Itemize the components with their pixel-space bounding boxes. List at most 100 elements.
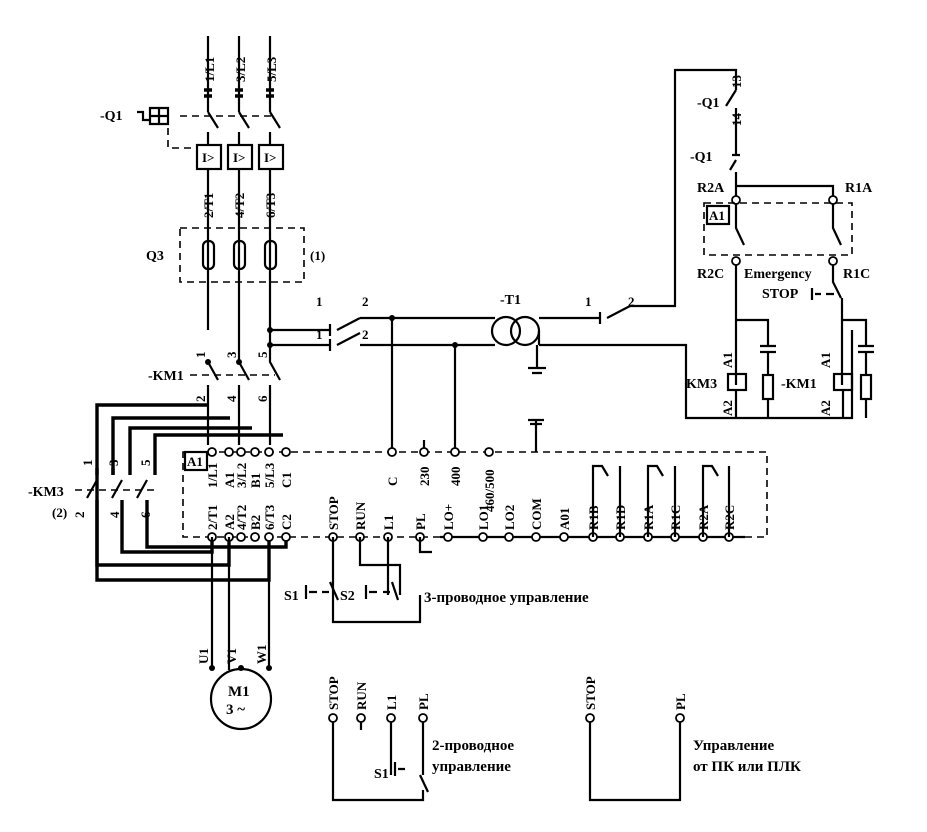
km1-out-6: 6 <box>255 395 270 402</box>
starter-supply-term-label: C <box>385 477 400 486</box>
svg-text:13: 13 <box>729 75 744 89</box>
svg-text:V1: V1 <box>224 648 239 664</box>
motor-type: 3 ~ <box>226 702 245 718</box>
svg-text:2/T1: 2/T1 <box>205 505 220 530</box>
two-wire-term-label: L1 <box>384 695 399 710</box>
q1-aux-label: -Q1 <box>690 150 713 165</box>
q3-note: (1) <box>310 248 325 263</box>
svg-text:COM: COM <box>529 498 544 530</box>
q1-coil-label: -Q1 <box>697 96 720 111</box>
km3-in-1: 1 <box>80 460 95 467</box>
starter-top-terminal <box>264 447 274 457</box>
svg-text:230: 230 <box>417 467 432 487</box>
q1-term-13: 13 <box>729 75 744 89</box>
km3-coil-label: KM3 <box>686 377 717 392</box>
motor-m1: U1 V1 W1 M1 3 ~ <box>196 537 273 731</box>
starter-control-term-label: COM <box>529 498 544 530</box>
svg-text:4/T2: 4/T2 <box>232 193 247 218</box>
control-circuit: -Q1 13 14 -Q1 R2A R1A A1 R2C R1C Emergen… <box>686 75 874 418</box>
svg-text:B2: B2 <box>248 515 263 530</box>
svg-text:RUN: RUN <box>354 681 369 710</box>
starter-bottom-term-label: A2 <box>222 514 237 530</box>
starter-bottom-terminal <box>250 532 260 542</box>
starter-control-term-label: STOP <box>326 496 341 530</box>
starter-bottom-terminal <box>236 532 246 542</box>
t1-label: -T1 <box>500 293 521 308</box>
km3-note: (2) <box>52 505 67 520</box>
plc-term-label: STOP <box>583 676 598 710</box>
tap-upper-2: 2 <box>362 294 369 309</box>
km3-out-4: 4 <box>107 511 122 518</box>
svg-text:2: 2 <box>193 396 208 403</box>
starter-top-terminal <box>236 447 246 457</box>
svg-text:3/L2: 3/L2 <box>234 463 249 488</box>
q1-label: -Q1 <box>100 109 123 124</box>
starter-control-term-label: PL <box>413 513 428 530</box>
starter-control-terminal <box>504 532 514 542</box>
starter-top-term-label: 3/L2 <box>234 463 249 488</box>
supply-taps: 1 2 1 2 <box>270 294 495 452</box>
starter-control-terminal <box>531 532 541 542</box>
tap-sec-2: 2 <box>628 294 635 309</box>
svg-text:STOP: STOP <box>326 676 341 710</box>
starter-a1-label: A1 <box>187 454 203 469</box>
km1-out-4: 4 <box>224 395 239 402</box>
coil-km3-a1: A1 <box>720 352 735 368</box>
svg-text:3/L2: 3/L2 <box>233 57 248 82</box>
tap-upper-1: 1 <box>316 294 323 309</box>
svg-text:400: 400 <box>448 467 463 487</box>
phase-l2-label: 3/L2 <box>233 57 248 82</box>
svg-text:A2: A2 <box>222 514 237 530</box>
svg-text:1/L1: 1/L1 <box>205 463 220 488</box>
emergency-label: Emergency <box>744 267 812 282</box>
km3-out-2: 2 <box>72 512 87 519</box>
svg-text:A1: A1 <box>818 352 833 368</box>
svg-text:L1: L1 <box>384 695 399 710</box>
coil-km1-a2: A2 <box>818 400 833 416</box>
svg-text:PL: PL <box>416 693 431 710</box>
starter-supply-term-label: 230 <box>417 467 432 487</box>
svg-text:1/L1: 1/L1 <box>202 57 217 82</box>
coil-km3-a2: A2 <box>720 400 735 416</box>
starter-control-term-label: LO2 <box>502 505 517 530</box>
stop-label: STOP <box>762 287 799 302</box>
svg-text:6: 6 <box>255 395 270 402</box>
motor-term-u1: U1 <box>196 648 211 664</box>
svg-text:6/T3: 6/T3 <box>263 192 278 218</box>
two-wire-term-label: PL <box>416 693 431 710</box>
svg-text:LO2: LO2 <box>502 505 517 530</box>
starter-top-term-label: A1 <box>222 472 237 488</box>
tap-lower-2: 2 <box>362 327 369 342</box>
km3-in-3: 3 <box>106 459 121 466</box>
svg-text:1: 1 <box>80 460 95 467</box>
phase-l3-label: 5/L3 <box>264 56 279 82</box>
starter-supply-terminal <box>450 447 460 457</box>
trip-l1: I> <box>202 150 214 165</box>
starter-control-term-label: A01 <box>557 508 572 530</box>
svg-text:A01: A01 <box>557 508 572 530</box>
starter-bottom-term-label: 4/T2 <box>234 505 249 530</box>
svg-text:LO+: LO+ <box>441 504 456 530</box>
svg-text:A2: A2 <box>818 400 833 416</box>
starter-top-term-label: C1 <box>279 472 294 488</box>
trip-l3: I> <box>264 150 276 165</box>
svg-text:5/L3: 5/L3 <box>264 56 279 82</box>
mid-num-1: 1 <box>193 352 208 359</box>
svg-text:U1: U1 <box>196 648 211 664</box>
mid-num-5: 5 <box>255 351 270 358</box>
trip-l2: I> <box>233 150 245 165</box>
relay-a1-label: A1 <box>709 208 725 223</box>
svg-text:C2: C2 <box>279 514 294 530</box>
svg-text:4: 4 <box>224 395 239 402</box>
svg-text:A2: A2 <box>720 400 735 416</box>
starter-top-terminal <box>224 447 234 457</box>
three-wire-caption: 3-проводное управление <box>424 590 589 606</box>
starter-top-terminal <box>207 447 217 457</box>
